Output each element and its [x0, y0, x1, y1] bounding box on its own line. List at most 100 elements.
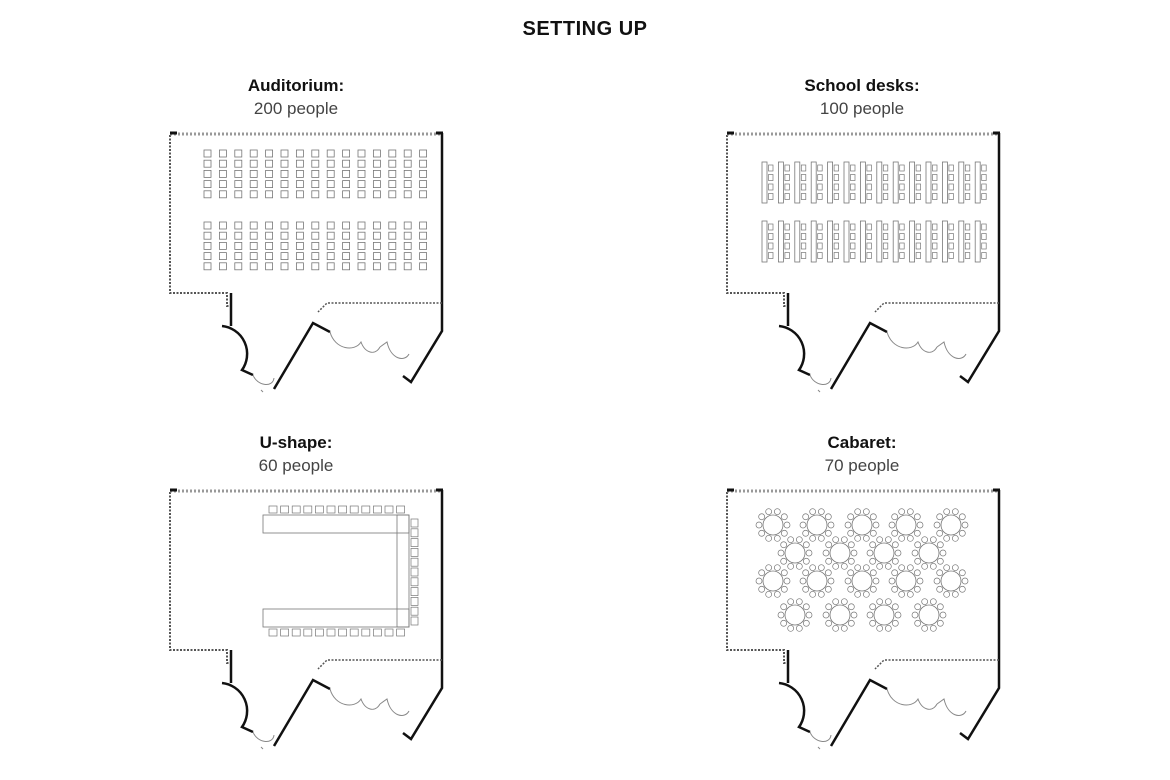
chair: [948, 223, 954, 231]
chair: [268, 628, 278, 637]
chair: [219, 252, 227, 260]
chair: [755, 521, 763, 529]
chair: [866, 174, 872, 181]
round-table: [873, 604, 895, 626]
chair: [898, 534, 906, 542]
chair: [295, 231, 304, 240]
chair: [961, 577, 969, 585]
chair: [338, 628, 347, 637]
chair: [964, 164, 971, 172]
chair: [850, 252, 856, 259]
chair: [825, 541, 833, 549]
chair: [326, 262, 335, 271]
chair: [948, 164, 954, 172]
chair: [939, 549, 947, 557]
chair: [773, 564, 781, 572]
chair: [862, 508, 870, 516]
chair: [847, 529, 855, 537]
chair: [419, 252, 428, 260]
chair: [784, 252, 790, 259]
layout-label: School desks:: [804, 76, 920, 95]
chair: [981, 233, 987, 240]
chair: [847, 619, 855, 627]
chair: [326, 159, 335, 168]
chair: [219, 262, 227, 271]
chair: [773, 590, 781, 598]
chair: [869, 557, 877, 565]
chair: [203, 262, 212, 271]
chair: [777, 611, 785, 619]
chair: [882, 223, 889, 231]
chair: [357, 262, 366, 271]
chair: [249, 262, 258, 271]
chair: [342, 221, 351, 230]
chair: [932, 233, 938, 240]
chair: [388, 170, 397, 178]
chair: [784, 223, 790, 231]
door-swing: [809, 731, 832, 750]
chair: [939, 611, 947, 619]
chair: [410, 538, 419, 547]
chair: [840, 536, 848, 544]
chair: [784, 183, 790, 191]
chair: [866, 611, 874, 619]
folding-doors: [886, 688, 967, 716]
layout-capacity: 70 people: [824, 456, 900, 475]
chair: [357, 190, 366, 199]
chair: [295, 180, 304, 188]
chair: [311, 242, 320, 250]
chair: [219, 231, 227, 240]
chair: [372, 170, 381, 178]
chair: [929, 562, 937, 570]
desk: [909, 220, 916, 263]
chair: [361, 505, 371, 514]
chair: [824, 529, 832, 537]
chair: [777, 549, 785, 557]
chair: [295, 159, 304, 168]
chair: [773, 508, 781, 516]
chair: [410, 616, 419, 626]
chair: [326, 252, 335, 260]
table-base: [396, 514, 410, 628]
desk: [794, 161, 801, 204]
chair: [824, 513, 832, 521]
chair: [932, 183, 938, 191]
chair: [419, 231, 428, 240]
chair: [295, 170, 304, 178]
chair: [933, 521, 941, 529]
chair: [249, 252, 258, 260]
chair: [410, 577, 419, 587]
desk: [810, 220, 817, 263]
round-table: [851, 514, 873, 536]
chair: [800, 174, 807, 181]
chair: [882, 252, 889, 259]
chair: [847, 541, 855, 549]
chair: [929, 624, 937, 632]
chair: [921, 624, 929, 632]
chair: [891, 585, 899, 593]
chair: [234, 170, 243, 178]
chair: [884, 598, 892, 606]
chair: [951, 534, 959, 542]
chair: [915, 164, 921, 172]
chair: [784, 174, 790, 181]
chair: [805, 549, 813, 557]
chair: [847, 513, 855, 521]
chair: [203, 252, 212, 260]
layout-u-shape: U-shape: 60 people: [146, 433, 446, 477]
chair: [326, 149, 335, 158]
chair: [768, 183, 774, 191]
chair: [795, 562, 803, 570]
chair: [869, 541, 877, 549]
chair: [265, 159, 273, 168]
chair: [802, 585, 810, 593]
round-table: [784, 604, 806, 626]
chair: [932, 193, 938, 200]
chair: [833, 233, 839, 240]
chair: [265, 180, 273, 188]
desk: [876, 220, 883, 263]
chair: [311, 221, 320, 230]
chair: [234, 252, 243, 260]
chair: [357, 149, 366, 158]
door-left: [221, 293, 254, 377]
